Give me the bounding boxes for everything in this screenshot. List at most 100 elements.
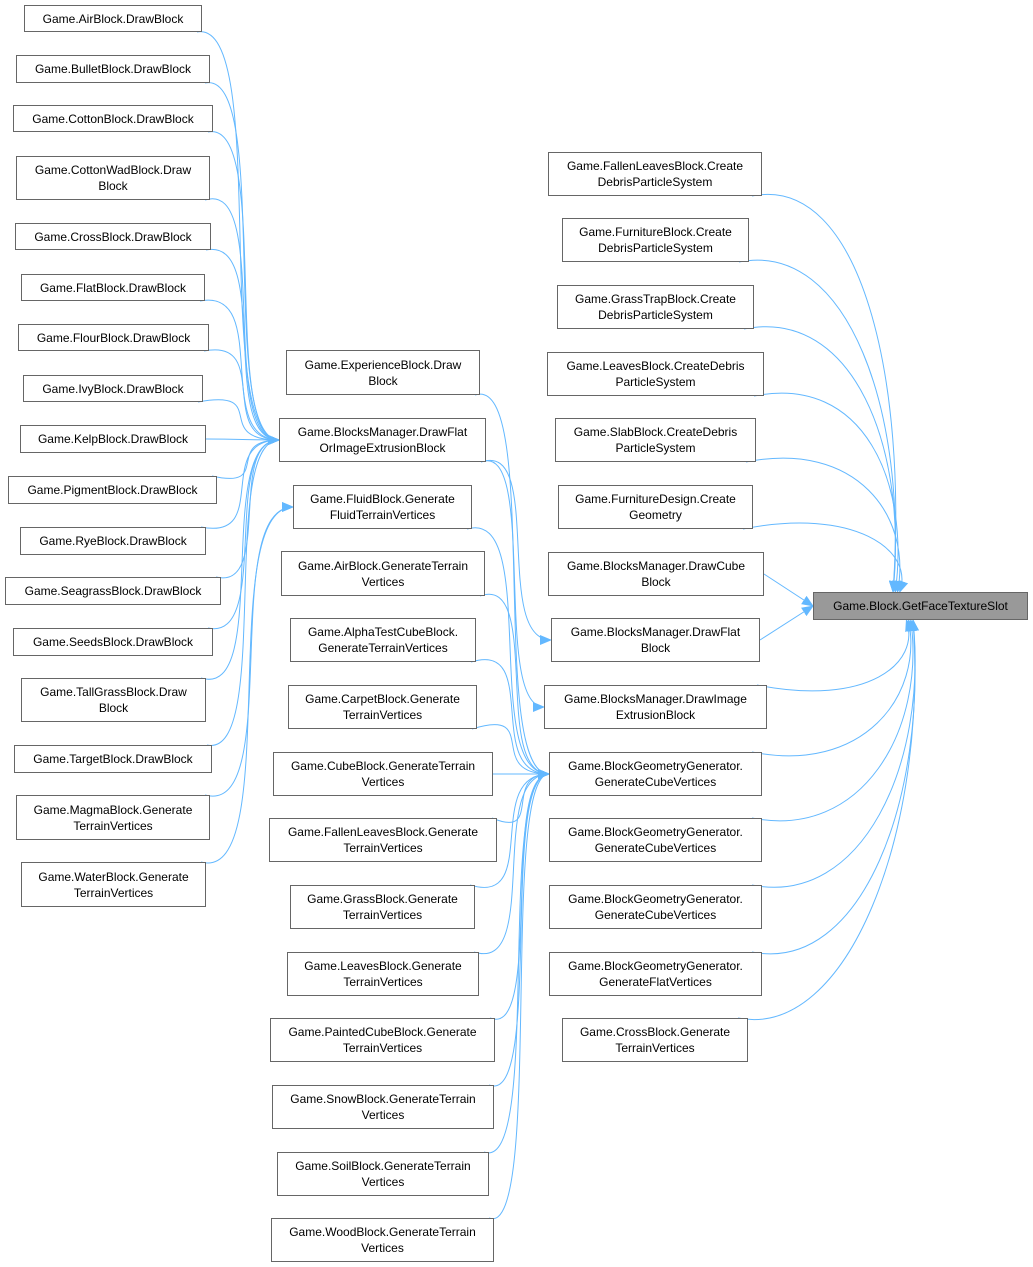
call-edge (204, 502, 294, 797)
node-label: Block (98, 701, 129, 715)
call-edge (763, 573, 814, 607)
call-edge (738, 259, 899, 593)
node-label: Game.SeedsBlock.DrawBlock (32, 635, 194, 649)
call-edge (206, 435, 280, 746)
node-label: Game.PigmentBlock.DrawBlock (27, 483, 198, 497)
graph-node[interactable]: Game.FlatBlock.DrawBlock (21, 274, 205, 301)
call-edge (207, 131, 280, 445)
graph-node[interactable]: Game.SeedsBlock.DrawBlock (13, 628, 213, 656)
node-label: Game.LeavesBlock.CreateDebris (566, 359, 745, 373)
node-label: Game.TargetBlock.DrawBlock (33, 752, 193, 766)
call-edge (491, 769, 550, 823)
node-label: Game.CottonBlock.DrawBlock (32, 111, 194, 126)
call-edge (203, 349, 280, 445)
node-label: Game.SlabBlock.CreateDebris (573, 425, 738, 439)
call-edge (488, 769, 550, 1219)
node-label: Game.BulletBlock.DrawBlock (34, 62, 192, 76)
call-edge (479, 593, 550, 779)
node-label: Geometry (629, 508, 682, 522)
graph-node[interactable]: Game.CottonBlock.DrawBlock (13, 105, 213, 132)
node-label: Game.WoodBlock.GenerateTerrain (289, 1225, 476, 1239)
call-edge (199, 299, 280, 445)
call-edge (200, 435, 280, 529)
call-edge (473, 769, 550, 955)
node-label: Game.FallenLeavesBlock.Create (566, 159, 744, 173)
call-edge (737, 619, 919, 1021)
call-edge (211, 435, 280, 479)
call-edge (466, 527, 550, 779)
call-edge (469, 769, 550, 888)
graph-node[interactable]: Game.AlphaTestCubeBlock.GenerateTerrainV… (290, 618, 476, 662)
node-label: Block (98, 179, 128, 193)
node-label: TerrainVertices (342, 708, 423, 722)
call-edge (204, 82, 280, 445)
graph-node-target[interactable]: Game.Block.GetFaceTextureSlot (813, 592, 1028, 620)
call-edge (751, 193, 899, 593)
graph-node[interactable]: Game.SeagrassBlock.DrawBlock (5, 577, 221, 605)
node-label: Game.GrassBlock.Generate (307, 892, 458, 906)
graph-node[interactable]: Game.BlockGeometryGenerator.GenerateCube… (549, 752, 762, 796)
graph-node[interactable]: Game.BlockGeometryGenerator.GenerateCube… (549, 885, 762, 929)
graph-node[interactable]: Game.KelpBlock.DrawBlock (20, 425, 206, 453)
node-label: ExtrusionBlock (615, 708, 696, 722)
node-label: Game.AlphaTestCubeBlock. (307, 625, 459, 639)
graph-node[interactable]: Game.RyeBlock.DrawBlock (20, 527, 206, 555)
node-label: Game.BlockGeometryGenerator. (568, 892, 743, 906)
node-label: Game.CarpetBlock.Generate (305, 692, 460, 706)
call-edge (197, 399, 280, 445)
call-edge (751, 619, 918, 822)
graph-node[interactable]: Game.AirBlock.DrawBlock (24, 5, 202, 32)
call-edge (480, 459, 552, 645)
graph-node[interactable]: Game.FlourBlock.DrawBlock (18, 324, 209, 351)
node-label: Game.RyeBlock.DrawBlock (39, 534, 187, 548)
node-label: ParticleSystem (615, 375, 696, 389)
graph-node[interactable]: Game.BlockGeometryGenerator.GenerateCube… (549, 818, 762, 862)
node-label: Game.BlockGeometryGenerator. (568, 959, 743, 973)
call-edge (751, 619, 916, 757)
graph-node[interactable]: Game.TargetBlock.DrawBlock (14, 745, 212, 773)
call-edge (480, 460, 545, 712)
graph-node[interactable]: Game.PigmentBlock.DrawBlock (8, 476, 217, 504)
node-label: Game.CottonWadBlock.Draw (34, 163, 192, 177)
call-edge (759, 605, 814, 641)
node-label: TerrainVertices (343, 975, 423, 989)
call-edge (200, 435, 280, 680)
node-label: Game.IvyBlock.DrawBlock (42, 381, 184, 396)
graph-node[interactable]: Game.CrossBlock.DrawBlock (15, 223, 211, 250)
node-label: TerrainVertices (343, 841, 423, 855)
call-edge (756, 619, 915, 692)
node-label: Game.SnowBlock.GenerateTerrain (290, 1092, 476, 1106)
graph-node[interactable]: Game.IvyBlock.DrawBlock (23, 375, 203, 402)
node-label: Vertices (361, 1175, 405, 1189)
graph-node[interactable]: Game.BulletBlock.DrawBlock (16, 55, 210, 83)
node-label: Game.BlockGeometryGenerator. (568, 759, 743, 773)
graph-node[interactable]: Game.BlockGeometryGenerator.GenerateFlat… (549, 952, 762, 996)
